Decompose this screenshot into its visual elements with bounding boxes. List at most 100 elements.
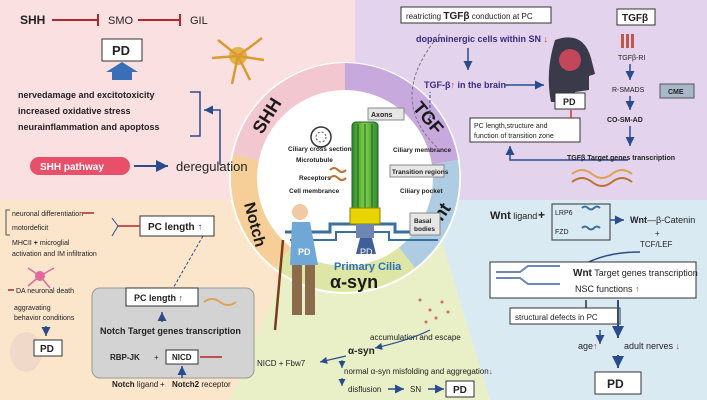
center-pd-label: PD xyxy=(360,247,373,257)
asyn-misfold: normal α-syn misfolding and aggregation↓ xyxy=(344,367,493,376)
label-microtubule: Microtubule xyxy=(296,157,333,164)
shh-effects-arrow xyxy=(204,105,221,165)
label-bodies: bodies xyxy=(414,226,435,233)
tgf-tgfb-box xyxy=(616,8,656,26)
asyn-nicd-arrow xyxy=(319,355,347,364)
notch-target: Notch Target genes transcription xyxy=(100,326,241,336)
notch-rbp: RBP-JK xyxy=(110,353,140,362)
wnt-ligand: Wnt ligand xyxy=(490,210,537,222)
tgf-rsmads: R-SMADS xyxy=(612,87,645,94)
shh-deregulation: deregulation xyxy=(176,159,248,174)
shh-effects-bracket xyxy=(190,91,201,137)
asyn-accumulation: accumulation and escape xyxy=(370,333,461,342)
tgf-dna-icon xyxy=(571,169,633,187)
wnt-tcf: TCF/LEF xyxy=(640,240,673,249)
label-ciliary-membrance: Ciliary membrance xyxy=(393,147,452,154)
shh-effect-1: nervedamage and excitotoxicity xyxy=(18,90,155,100)
notch-bracket-link xyxy=(111,217,119,237)
notch-nicd: NICD xyxy=(172,353,192,362)
asyn-disfluxion: disflusion xyxy=(348,385,381,394)
tgf-receptor-icon xyxy=(621,34,634,48)
center-title: Primary Cilia xyxy=(334,261,402,273)
shh-up-arrow xyxy=(106,62,138,80)
label-transition-regions: Transition regions xyxy=(392,169,449,176)
notch-ligand: Notch ligand xyxy=(112,380,158,389)
notch-neuron-icon xyxy=(27,267,55,289)
wnt-target: Wnt Target genes transcription xyxy=(573,268,698,279)
primary-cilium-illustration xyxy=(285,121,440,254)
tgf-dashed-loop xyxy=(411,33,441,151)
shh-effect-3: neurainflammation and apoptoss xyxy=(18,122,160,132)
shh-pathway: SHH pathway xyxy=(40,162,104,173)
notch-effect-2: motordeficit xyxy=(12,225,48,232)
wnt-pd: PD xyxy=(607,377,624,391)
notch-receptor: Notch2 receptor xyxy=(172,380,231,389)
label-basal: Basal xyxy=(414,218,432,225)
notch-pd-box xyxy=(33,339,63,357)
wnt-dna-icon xyxy=(496,265,560,285)
tgf-pc-change-2: function of transition zone xyxy=(474,133,554,140)
tgf-pd-box xyxy=(554,92,586,110)
label-cell-membrance: Cell membrance xyxy=(289,188,340,195)
ring-label-asyn: α-syn xyxy=(330,272,378,292)
cilium-part-labels: Axons Ciliary cross section Ciliary memb… xyxy=(288,107,452,236)
wnt-structural: structural defects in PC xyxy=(515,313,598,322)
tgf-cme-box xyxy=(659,83,695,99)
asyn-sn: SN xyxy=(410,385,421,394)
tgf-pc-change-box xyxy=(469,117,581,143)
notch-nicd-box xyxy=(165,349,199,365)
tgf-pd: PD xyxy=(563,97,576,107)
shh-pd: PD xyxy=(112,43,130,58)
tgf-target-arrow xyxy=(505,146,628,161)
tgf-pc-change-1: PC length,structure and xyxy=(474,123,548,130)
wnt-age: age↑ xyxy=(578,341,598,351)
shh-shh: SHH xyxy=(20,13,45,27)
tgf-ri: TGFβ-RI xyxy=(618,55,645,62)
shh-smo: SMO xyxy=(108,15,134,27)
asyn-pd-box xyxy=(445,380,475,398)
tgf-cosm: CO-SM-AD xyxy=(607,117,643,124)
shh-cascade: SHH SMO GIL xyxy=(20,13,208,27)
asyn-pd: PD xyxy=(453,385,467,396)
wnt-catenin: Wnt—β-Catenin xyxy=(630,215,695,225)
notch-plus: + xyxy=(154,353,159,362)
wnt-structural-box xyxy=(509,307,621,325)
tgf-tgfb: TGFβ xyxy=(622,13,648,24)
neuron-icon xyxy=(211,37,265,85)
tgf-restrict-box xyxy=(400,6,552,24)
notch-dna-icon xyxy=(203,298,237,306)
asyn-nicd-fbw7: NICD + Fbw7 xyxy=(257,359,306,368)
notch-pc-length2-box xyxy=(125,287,199,307)
wnt-plus: + xyxy=(538,208,545,222)
brain-head-icon xyxy=(548,37,595,102)
shh-pathway-pill xyxy=(30,157,130,175)
label-axons: Axons xyxy=(371,112,393,119)
tgf-brain: TGF-β↑ in the brain xyxy=(424,80,506,90)
asyn-asyn: α-syn xyxy=(348,346,375,357)
tgf-target: TGFβ Target genes transcription xyxy=(567,155,675,162)
wnt-adult: adult nerves ↓ xyxy=(624,341,680,351)
notch-dashed-link xyxy=(171,235,204,291)
shh-pd-box xyxy=(101,38,143,62)
notch-effect-7: behavior conditions xyxy=(14,315,75,322)
label-receptors: Receptors xyxy=(299,175,331,182)
shh-effect-2: increased oxidative stress xyxy=(18,106,131,116)
notch-effect-6: aggravating xyxy=(14,305,51,312)
wnt-receptor-box xyxy=(551,203,611,241)
wnt-pd-box xyxy=(594,371,642,395)
person-pd-label: PD xyxy=(298,247,311,257)
label-ciliary-pocket: Ciliary pocket xyxy=(400,188,443,195)
elderly-person-illustration xyxy=(273,204,318,331)
shh-gil: GIL xyxy=(190,15,208,27)
wnt-nsc: NSC functions ↑ xyxy=(575,284,640,294)
notch-plus-2: + xyxy=(160,380,165,389)
tgf-dopa: dopaminergic cells within SN ↓ xyxy=(416,34,548,44)
notch-effect-1: neuronal differentiation xyxy=(12,211,83,218)
notch-effect-5: DA neuronal death xyxy=(16,288,74,295)
notch-effect-3: MHCII + microglial xyxy=(12,240,70,247)
asyn-accumulation-arrow xyxy=(374,329,431,350)
notch-pc-length: PC length ↑ xyxy=(148,222,202,233)
asyn-particles xyxy=(418,298,450,324)
